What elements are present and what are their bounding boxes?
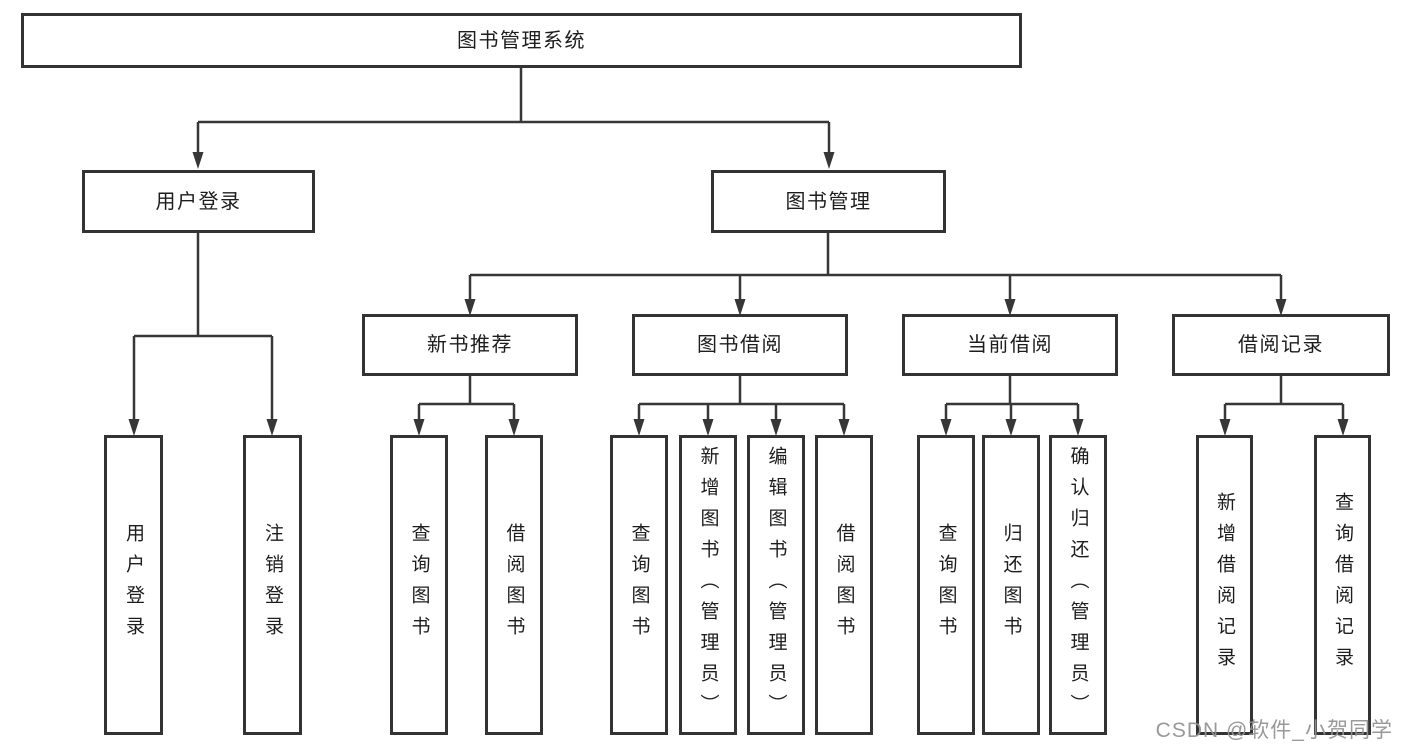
- leaf-query-books-recommend: 查询图书: [390, 435, 448, 735]
- leaf-query-books-borrow: 查询图书: [610, 435, 668, 735]
- node-label: 查询借阅记录: [1332, 492, 1353, 678]
- leaf-logout: 注销登录: [243, 435, 302, 735]
- leaf-confirm-return-admin: 确认归还（管理员）: [1049, 435, 1107, 735]
- node-label: 归还图书: [1000, 523, 1022, 647]
- node-current-borrowing: 当前借阅: [902, 314, 1118, 376]
- node-label: 查询图书: [628, 523, 650, 647]
- csdn-watermark: CSDN @软件_小贺同学: [1155, 719, 1393, 742]
- leaf-add-book-admin: 新增图书（管理员）: [679, 435, 737, 735]
- node-label: 借阅记录: [1238, 334, 1324, 356]
- node-label: 新增图书（管理员）: [697, 445, 719, 725]
- node-label: 新书推荐: [427, 334, 513, 356]
- node-label: 图书管理: [785, 190, 872, 213]
- leaf-query-books-current: 查询图书: [917, 435, 975, 735]
- node-label: 图书管理系统: [457, 29, 586, 52]
- node-new-book-recommend: 新书推荐: [362, 314, 578, 376]
- node-label: 图书借阅: [697, 334, 783, 356]
- node-label: 查询图书: [935, 523, 957, 647]
- node-label: 查询图书: [408, 523, 430, 647]
- node-label: 借阅图书: [833, 523, 855, 647]
- node-label: 新增借阅记录: [1214, 492, 1235, 678]
- node-label: 当前借阅: [967, 334, 1053, 356]
- node-label: 注销登录: [262, 523, 283, 647]
- leaf-borrow-books: 借阅图书: [815, 435, 873, 735]
- node-label: 借阅图书: [503, 523, 525, 647]
- leaf-query-borrow-record: 查询借阅记录: [1314, 435, 1371, 735]
- leaf-return-books: 归还图书: [982, 435, 1040, 735]
- leaf-user-login: 用户登录: [104, 435, 163, 735]
- node-book-management: 图书管理: [711, 170, 946, 233]
- leaf-add-borrow-record: 新增借阅记录: [1196, 435, 1253, 735]
- node-label: 确认归还（管理员）: [1067, 445, 1089, 725]
- node-borrowing-records: 借阅记录: [1172, 314, 1390, 376]
- node-label: 编辑图书（管理员）: [765, 445, 787, 725]
- node-label: 用户登录: [155, 190, 242, 213]
- node-book-borrowing: 图书借阅: [632, 314, 848, 376]
- leaf-borrow-books-recommend: 借阅图书: [485, 435, 543, 735]
- node-user-login-branch: 用户登录: [82, 170, 315, 233]
- node-label: 用户登录: [123, 523, 144, 647]
- node-library-system: 图书管理系统: [21, 13, 1022, 68]
- leaf-edit-book-admin: 编辑图书（管理员）: [747, 435, 805, 735]
